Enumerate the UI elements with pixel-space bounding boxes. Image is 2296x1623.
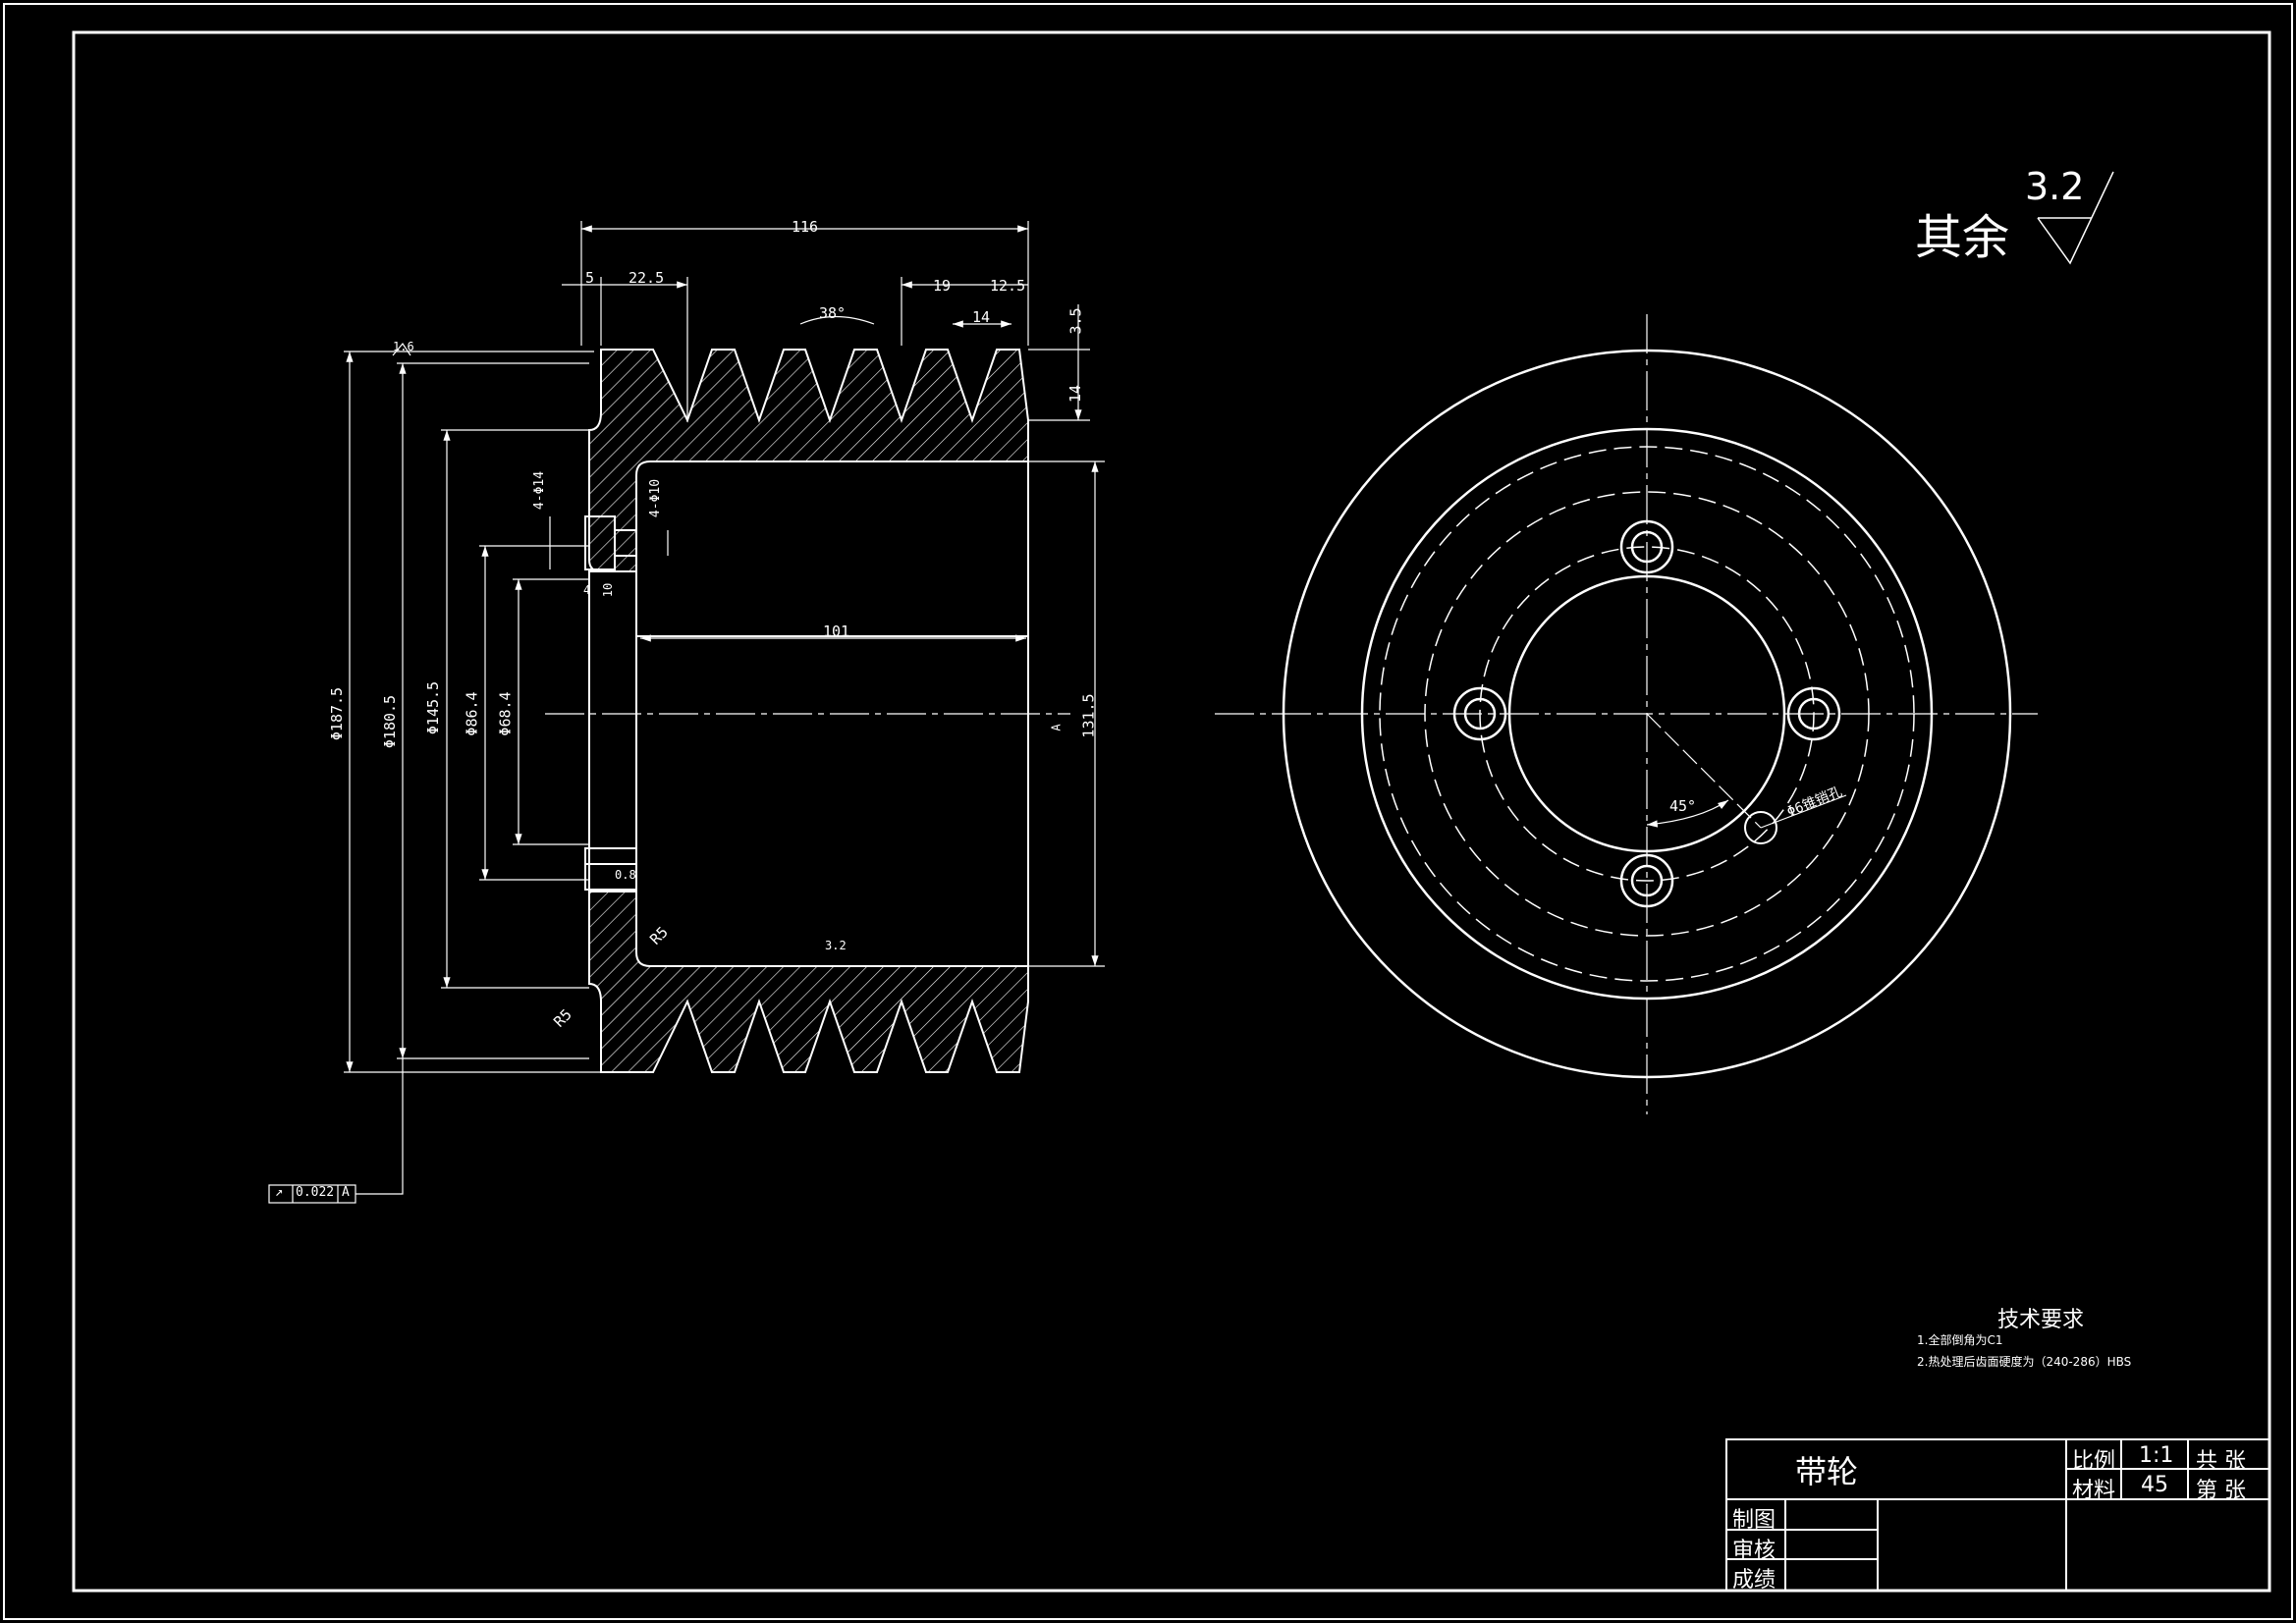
dim-phi-86-4: Φ86.4: [463, 691, 481, 736]
dim-3-5: 3.5: [1066, 307, 1085, 335]
part-name: 带轮: [1795, 1453, 1859, 1490]
end-view-centerlines: [1215, 314, 2038, 1114]
dim-101: 101: [823, 622, 850, 640]
dim-4-phi14: 4-Φ14: [532, 470, 548, 511]
dim-38-angle: 38°: [819, 304, 847, 322]
taper-pin-hole: [1744, 811, 1777, 844]
dim-10: 10: [601, 582, 616, 598]
sheet-inner-border: [72, 30, 2271, 1593]
ra-0-8: 0.8: [615, 868, 636, 882]
roughness-symbol: [2037, 171, 2114, 265]
web-hole-bottom: [584, 847, 637, 891]
dim-19: 19: [933, 277, 952, 295]
tolerance-value: 0.022: [296, 1185, 335, 1200]
dim-14-top: 14: [972, 308, 991, 326]
sheet-outer-border: [3, 3, 2293, 1620]
hub-web: [588, 570, 637, 893]
drawn-by: 制图: [1732, 1508, 1777, 1533]
grade: 成绩: [1732, 1568, 1777, 1593]
dim-12-5: 12.5: [990, 277, 1026, 295]
top-rim-hatch: [588, 349, 1029, 572]
end-view-angle: 45°: [1669, 797, 1697, 815]
bottom-rim-hatch: [588, 891, 1029, 1073]
tech-req-title: 技术要求: [1997, 1308, 2085, 1332]
dim-phi-187-5: Φ187.5: [328, 686, 347, 741]
roughness-prefix: 其余: [1915, 210, 2010, 265]
section-dimensions: [344, 221, 1105, 1195]
dim-5: 5: [585, 269, 595, 287]
dim-22-5: 22.5: [629, 269, 665, 287]
ra-3-2-inner: 3.2: [825, 939, 847, 952]
dim-phi-145-5: Φ145.5: [424, 680, 443, 735]
tolerance-symbol: ↗: [275, 1184, 284, 1200]
checked-by: 审核: [1732, 1539, 1777, 1563]
roughness-value: 3.2: [2025, 165, 2085, 208]
dim-phi-68-4: Φ68.4: [496, 691, 515, 736]
tech-req-item-2: 2.热处理后齿面硬度为（240-286）HBS: [1917, 1355, 2132, 1369]
tolerance-datum: A: [342, 1185, 350, 1200]
material-label: 材料: [2072, 1479, 2116, 1503]
section-view: [545, 349, 1070, 1073]
datum-a: A: [1049, 724, 1064, 731]
ra-1-6: 1.6: [393, 340, 414, 353]
dim-131-5: 131.5: [1079, 693, 1098, 738]
dim-phi-180-5: Φ180.5: [381, 694, 400, 749]
web-hole-top: [584, 515, 616, 570]
dim-4-phi10: 4-Φ10: [648, 478, 664, 518]
scale-value: 1:1: [2139, 1443, 2174, 1468]
tolerance-frame: [268, 1184, 356, 1204]
material-value: 45: [2141, 1473, 2168, 1497]
dim-overall-width: 116: [792, 218, 819, 236]
tech-req-item-1: 1.全部倒角为C1: [1917, 1333, 2003, 1347]
dim-14-side: 14: [1066, 384, 1085, 404]
sheet-no: 第 张: [2196, 1479, 2246, 1503]
scale-label: 比例: [2072, 1449, 2116, 1474]
total-sheets: 共 张: [2196, 1449, 2246, 1474]
title-block-lines: [1725, 1438, 2270, 1592]
dim-4: 4: [583, 583, 591, 597]
